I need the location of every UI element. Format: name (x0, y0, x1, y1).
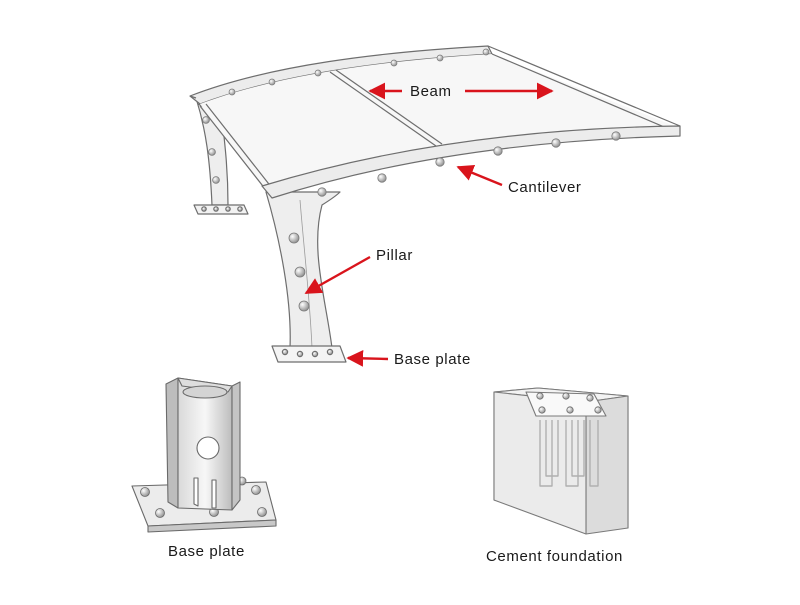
front-base-plate (271, 345, 347, 363)
pillar-bolts (202, 116, 310, 312)
cantilever-arrow (456, 164, 503, 187)
back-base-plate (193, 204, 249, 215)
cement-foundation-detail (493, 387, 629, 535)
canopy-structure (189, 45, 681, 363)
base-plate-caption: Base plate (168, 543, 245, 560)
pillar-label: Pillar (376, 247, 413, 264)
back-cantilever-bolts (228, 48, 490, 96)
base-plate-detail (131, 377, 277, 533)
roof-panel (200, 54, 680, 192)
pillar-arrow (304, 255, 371, 295)
cement-foundation-caption: Cement foundation (486, 548, 623, 565)
cantilever-label: Cantilever (508, 179, 582, 196)
base-plate-arrow (346, 349, 389, 367)
base-plate-label: Base plate (394, 351, 471, 368)
beam-label: Beam (410, 83, 452, 100)
cantilever-bolts (317, 131, 621, 197)
annotation-arrows (304, 82, 554, 367)
beams (199, 45, 681, 191)
front-cantilever (261, 125, 681, 199)
